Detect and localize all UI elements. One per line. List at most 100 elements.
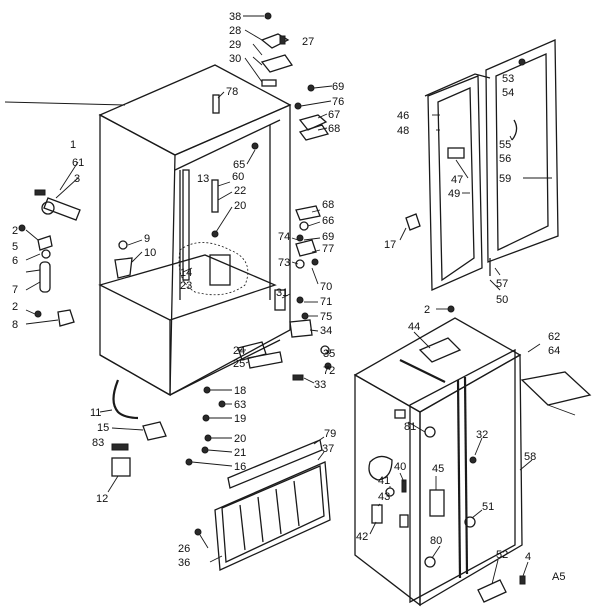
callout-45: 45 [432,463,444,475]
callout-69: 69 [332,81,344,93]
callout-labels: 38 28 27 29 30 78 69 76 67 68 1 61 3 65 … [12,11,565,583]
callout-36: 36 [178,557,190,569]
callout-20: 20 [234,433,246,445]
callout-33: 33 [314,379,326,391]
callout-41: 41 [378,475,390,487]
callout-29: 29 [229,39,241,51]
callout-2: 2 [424,304,430,316]
lower-center-parts [237,341,332,384]
callout-77: 77 [322,243,334,255]
door-frame-assembly [399,39,559,291]
callout-73: 73 [278,257,290,269]
freezer-cabinet [353,305,592,607]
callout-24: 24 [233,345,245,357]
callout-53: 53 [502,73,514,85]
callout-59: 59 [499,173,511,185]
callout-83: 83 [92,437,104,449]
callout-80: 80 [430,535,442,547]
callout-62: 62 [548,331,560,343]
callout-57: 57 [496,278,508,290]
callout-72: 72 [323,365,335,377]
callout-46: 46 [397,110,409,122]
callout-50: 50 [496,294,508,306]
callout-8: 8 [12,319,18,331]
callout-10: 10 [144,247,156,259]
callout-4: 4 [525,551,531,563]
callout-42: 42 [356,531,368,543]
callout-12: 12 [96,493,108,505]
callout-30: 30 [229,53,241,65]
cabinet-assembly [4,64,292,397]
cabinet-inner-parts [114,91,259,279]
callout-13: 13 [197,173,209,185]
callout-9: 9 [144,233,150,245]
callout-81: 81 [404,421,416,433]
left-side-parts [18,161,81,327]
callout-2: 2 [12,301,18,313]
callout-75: 75 [320,311,332,323]
callout-61: 61 [72,157,84,169]
callout-71: 71 [320,296,332,308]
callout-78: 78 [226,86,238,98]
callout-16: 16 [234,461,246,473]
callout-18: 18 [234,385,246,397]
callout-68: 68 [328,123,340,135]
callout-14: 14 [180,267,192,279]
callout-31: 31 [276,287,288,299]
callout-37: 37 [322,443,334,455]
callout-79: 79 [324,428,336,440]
callout-65: 65 [233,159,245,171]
callout-70: 70 [320,281,332,293]
callout-38: 38 [229,11,241,23]
callout-60: 60 [232,171,244,183]
callout-43: 43 [378,491,390,503]
callout-69: 69 [322,231,334,243]
callout-21: 21 [234,447,246,459]
callout-63: 63 [234,399,246,411]
callout-6: 6 [12,255,18,267]
callout-23: 23 [180,280,192,292]
callout-64: 64 [548,345,560,357]
callout-48: 48 [397,125,409,137]
callout-28: 28 [229,25,241,37]
callout-2: 2 [12,225,18,237]
top-hinge-parts [243,12,294,87]
callout-40: 40 [394,461,406,473]
callout-51: 51 [482,501,494,513]
callout-52: 52 [496,549,508,561]
callout-22: 22 [234,185,246,197]
callout-26: 26 [178,543,190,555]
callout-47: 47 [451,174,463,186]
callout-15: 15 [97,422,109,434]
mid-right-parts [274,205,321,338]
callout-74: 74 [278,231,290,243]
callout-20: 20 [234,200,246,212]
callout-35: 35 [323,348,335,360]
callout-55: 55 [499,139,511,151]
callout-67: 67 [328,109,340,121]
callout-7: 7 [12,284,18,296]
callout-25: 25 [233,358,245,370]
callout-54: 54 [502,87,514,99]
diagram-code: A5 [552,571,565,583]
callout-58: 58 [524,451,536,463]
callout-49: 49 [448,188,460,200]
grille-assembly [194,436,331,571]
callout-17: 17 [384,239,396,251]
callout-76: 76 [332,96,344,108]
lower-left-parts [99,379,233,493]
callout-5: 5 [12,241,18,253]
callout-32: 32 [476,429,488,441]
callout-3: 3 [74,173,80,185]
callout-1: 1 [70,139,76,151]
callout-34: 34 [320,325,332,337]
callout-44: 44 [408,321,420,333]
callout-11: 11 [90,407,101,419]
callout-27: 27 [302,36,314,48]
callout-68: 68 [322,199,334,211]
upper-right-hinge-parts [294,84,333,141]
callout-56: 56 [499,153,511,165]
callout-19: 19 [234,413,246,425]
callout-66: 66 [322,215,334,227]
